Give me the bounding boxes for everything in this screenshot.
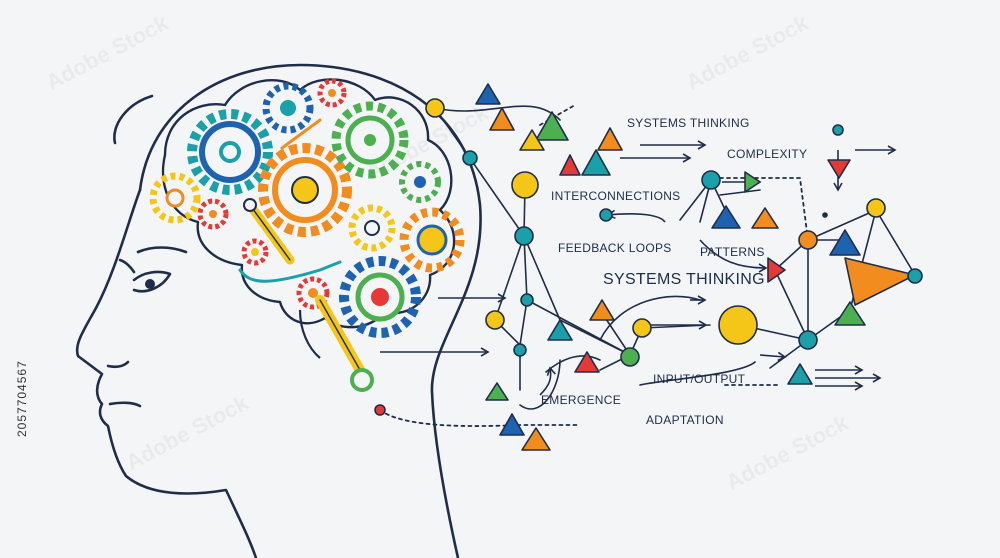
gear-small-red-bottom <box>296 276 330 310</box>
label-systems-thinking-top: SYSTEMS THINKING <box>627 116 750 130</box>
eye-pupil <box>145 279 155 289</box>
arrows <box>380 140 897 396</box>
gear-orange-right <box>399 207 465 273</box>
label-systems-thinking-main: SYSTEMS THINKING <box>603 271 765 288</box>
gear-green-right <box>399 161 441 203</box>
gear-green <box>331 101 409 179</box>
gear-large-orange <box>258 143 352 237</box>
network-lines <box>434 105 916 410</box>
label-emergence: EMERGENCE <box>541 393 622 407</box>
gear-large-blue <box>187 109 273 195</box>
label-complexity: COMPLEXITY <box>727 147 808 161</box>
brain-gears <box>149 78 465 338</box>
triangles <box>475 83 916 451</box>
stock-id: 2057704567 <box>15 360 29 437</box>
head-profile <box>75 63 482 558</box>
brain-levers <box>238 118 374 392</box>
label-patterns: PATTERNS <box>700 245 765 259</box>
gear-yellow-center <box>348 204 396 252</box>
label-feedback-loops: FEEDBACK LOOPS <box>558 241 672 255</box>
gear-yellow-left <box>149 172 201 224</box>
gear-large-blue-bottom <box>339 256 421 338</box>
gear-small-blue-top <box>262 82 314 134</box>
nodes <box>374 98 923 416</box>
label-interconnections: INTERCONNECTIONS <box>551 189 681 203</box>
gear-small-red-left <box>197 198 229 230</box>
label-input-output: INPUT/OUTPUT <box>653 372 746 386</box>
label-adaptation: ADAPTATION <box>646 413 724 427</box>
brain-stem <box>298 309 321 359</box>
gear-small-red-top <box>317 78 347 108</box>
gear-small-red-mid <box>241 238 269 266</box>
